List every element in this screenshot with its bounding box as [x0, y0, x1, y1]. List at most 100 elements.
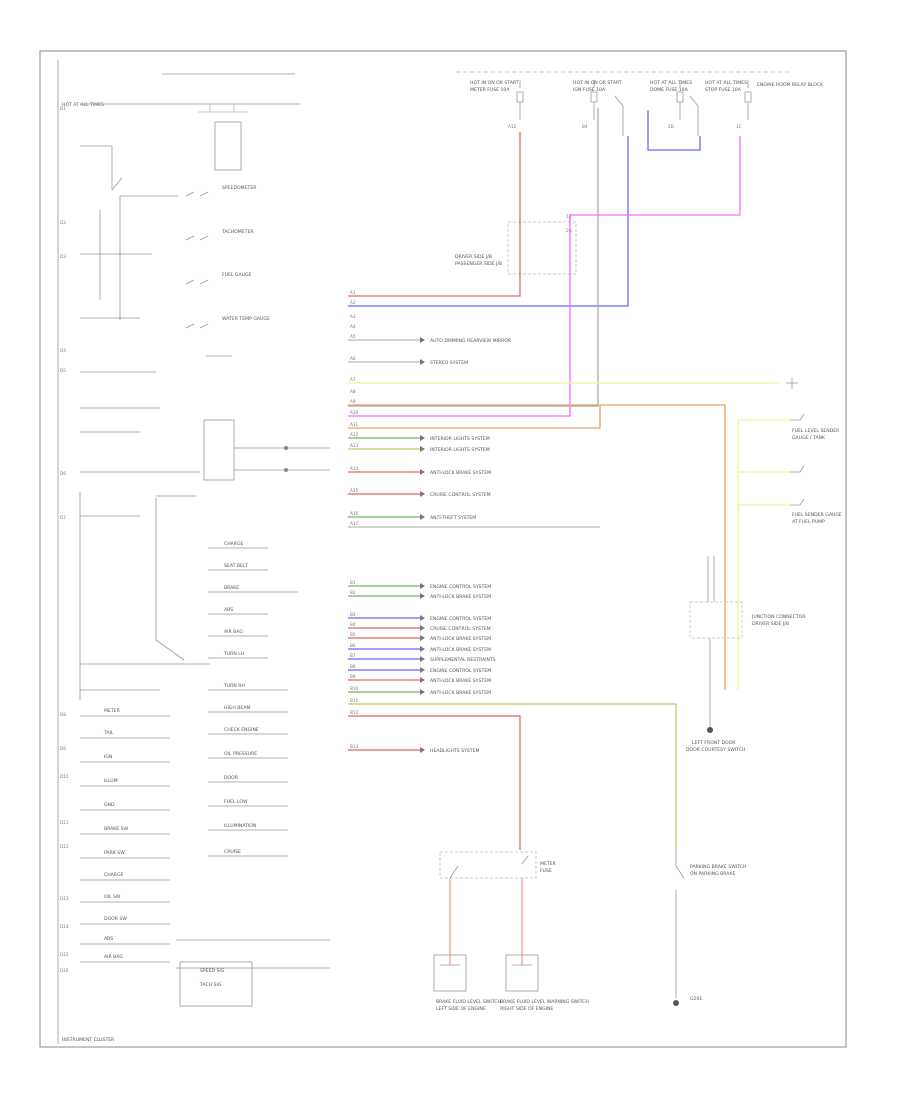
wires [348, 108, 790, 965]
svg-text:ANTI-LOCK BRAKE SYSTEM: ANTI-LOCK BRAKE SYSTEM [430, 470, 491, 476]
svg-text:B4: B4 [350, 622, 356, 627]
svg-text:SUPPLEMENTAL RESTRAINTS: SUPPLEMENTAL RESTRAINTS [430, 657, 496, 663]
svg-text:TURN RH: TURN RH [223, 683, 245, 689]
svg-text:CHECK ENGINE: CHECK ENGINE [224, 727, 259, 733]
svg-text:ANTI-LOCK BRAKE SYSTEM: ANTI-LOCK BRAKE SYSTEM [430, 636, 491, 642]
svg-text:ANTI-LOCK BRAKE SYSTEM: ANTI-LOCK BRAKE SYSTEM [430, 678, 491, 684]
svg-text:FUSE: FUSE [540, 868, 552, 874]
svg-text:SPEEDOMETER: SPEEDOMETER [222, 185, 257, 191]
svg-text:D16: D16 [60, 968, 69, 973]
cluster-internals [79, 103, 330, 1007]
svg-text:ENGINE CONTROL SYSTEM: ENGINE CONTROL SYSTEM [430, 668, 491, 674]
svg-text:FUEL SENDER GAUGE: FUEL SENDER GAUGE [792, 512, 842, 518]
svg-text:B8: B8 [350, 664, 356, 669]
fuse-box-note: ENGINE ROOM RELAY BLOCK [757, 82, 824, 88]
fuel-level-sender: FUEL LEVEL SENDER GAUGE / TANK [786, 377, 840, 441]
svg-text:D7: D7 [60, 515, 66, 520]
svg-text:METER: METER [104, 708, 121, 714]
destination-arrows [420, 337, 425, 753]
svg-text:CHARGE: CHARGE [224, 541, 244, 547]
svg-text:WATER TEMP GAUGE: WATER TEMP GAUGE [222, 316, 270, 322]
svg-text:IGN: IGN [104, 754, 112, 760]
svg-text:A12: A12 [508, 124, 517, 129]
parking-brake-switch: PARKING BRAKE SWITCH ON PARKING BRAKE G2… [673, 850, 746, 1006]
svg-text:D8: D8 [60, 712, 66, 717]
svg-text:D2: D2 [60, 220, 66, 225]
svg-text:METER: METER [540, 861, 557, 867]
fuse-label-1: HOT IN ON OR START [470, 80, 519, 86]
jb-label: DRIVER SIDE J/B [455, 254, 492, 260]
left-edge-label: HOT AT ALL TIMES [62, 102, 104, 108]
svg-text:CRUISE CONTROL SYSTEM: CRUISE CONTROL SYSTEM [430, 626, 491, 632]
svg-text:ANTI-THEFT SYSTEM: ANTI-THEFT SYSTEM [430, 515, 476, 521]
svg-text:B4: B4 [582, 124, 588, 129]
svg-text:ANTI-LOCK BRAKE SYSTEM: ANTI-LOCK BRAKE SYSTEM [430, 594, 491, 600]
svg-text:B1: B1 [350, 580, 356, 585]
fuse-label-2: HOT IN ON OR START [573, 80, 622, 86]
svg-text:D10: D10 [60, 774, 69, 779]
svg-text:2G: 2G [566, 228, 572, 233]
brake-fluid-level-switch-left: BRAKE FLUID LEVEL SWITCH LEFT SIDE OF EN… [433, 954, 501, 1012]
svg-text:D6: D6 [60, 471, 66, 476]
svg-text:INTERIOR LIGHTS SYSTEM: INTERIOR LIGHTS SYSTEM [430, 436, 490, 442]
svg-text:DRIVER SIDE J/B: DRIVER SIDE J/B [752, 621, 789, 627]
cluster-lamps: CHARGE SEAT BELT BRAKE ABS AIR BAG TURN … [208, 541, 298, 857]
gauge-indicators: SPEEDOMETER TACHOMETER FUEL GAUGE WATER … [185, 185, 270, 329]
svg-text:1C: 1C [736, 124, 742, 129]
svg-text:PARKING BRAKE SWITCH: PARKING BRAKE SWITCH [690, 864, 746, 870]
svg-text:A2: A2 [350, 300, 356, 305]
svg-text:A15: A15 [350, 488, 359, 493]
svg-text:B12: B12 [350, 710, 359, 715]
svg-text:A7: A7 [350, 377, 356, 382]
svg-text:GAUGE / TANK: GAUGE / TANK [792, 435, 826, 441]
fuse-name-2: IGN FUSE 10A [573, 87, 606, 93]
svg-text:ABS: ABS [104, 936, 113, 942]
svg-text:D14: D14 [60, 924, 69, 929]
svg-text:BRAKE FLUID LEVEL SWITCH: BRAKE FLUID LEVEL SWITCH [436, 999, 501, 1005]
svg-text:FUEL GAUGE: FUEL GAUGE [222, 272, 252, 278]
svg-text:OIL SW: OIL SW [104, 894, 121, 900]
svg-text:PARK SW: PARK SW [104, 850, 125, 856]
svg-text:CRUISE: CRUISE [224, 849, 241, 855]
svg-text:D13: D13 [60, 896, 69, 901]
svg-text:D1: D1 [60, 106, 66, 111]
diagram-frame [39, 50, 847, 1048]
fuel-sender-gauge: FUEL SENDER GAUGE AT FUEL PUMP [790, 465, 842, 525]
svg-text:LEFT SIDE OF ENGINE: LEFT SIDE OF ENGINE [436, 1006, 486, 1012]
left-input-labels: METER TAIL IGN ILLUM GND BRAKE SW PARK S… [80, 708, 225, 988]
svg-text:B3: B3 [350, 612, 356, 617]
svg-text:BRAKE SW: BRAKE SW [104, 826, 129, 832]
svg-text:A10: A10 [350, 410, 359, 415]
footer-label: INSTRUMENT CLUSTER [62, 1037, 115, 1043]
svg-text:ILLUM: ILLUM [104, 778, 118, 784]
fuse-name-1: METER FUSE 10A [470, 87, 510, 93]
fuse-block: HOT IN ON OR START METER FUSE 10A HOT IN… [456, 71, 824, 136]
svg-text:B2: B2 [350, 590, 356, 595]
svg-text:D12: D12 [60, 844, 69, 849]
svg-text:DOOR COURTESY SWITCH: DOOR COURTESY SWITCH [686, 747, 745, 753]
svg-text:HIGH BEAM: HIGH BEAM [224, 705, 250, 711]
svg-text:DOOR: DOOR [224, 775, 239, 781]
svg-text:TAIL: TAIL [103, 730, 114, 736]
destination-labels: AUTO DIMMING REARVIEW MIRROR STEREO SYST… [430, 338, 512, 754]
svg-text:A14: A14 [350, 466, 359, 471]
svg-text:ABS: ABS [224, 607, 233, 613]
svg-text:A12: A12 [350, 432, 359, 437]
svg-text:B7: B7 [350, 653, 356, 658]
svg-text:FUEL LOW: FUEL LOW [224, 799, 248, 805]
svg-text:HEADLIGHTS SYSTEM: HEADLIGHTS SYSTEM [430, 748, 479, 754]
svg-text:TACHOMETER: TACHOMETER [221, 229, 254, 235]
svg-text:AIR BAG: AIR BAG [104, 954, 123, 960]
svg-text:A9: A9 [350, 399, 356, 404]
svg-text:BRAKE FLUID LEVEL WARNING SWIT: BRAKE FLUID LEVEL WARNING SWITCH [500, 999, 589, 1005]
svg-text:D9: D9 [60, 746, 66, 751]
svg-text:ILLUMINATION: ILLUMINATION [224, 823, 256, 829]
fuse-label-3: HOT AT ALL TIMES [650, 80, 692, 86]
svg-text:SPEED SIG: SPEED SIG [200, 968, 225, 974]
svg-text:AUTO DIMMING REARVIEW MIRROR: AUTO DIMMING REARVIEW MIRROR [430, 338, 512, 344]
svg-text:2D: 2D [668, 124, 674, 129]
svg-text:A3: A3 [350, 314, 356, 319]
svg-text:B11: B11 [350, 698, 359, 703]
